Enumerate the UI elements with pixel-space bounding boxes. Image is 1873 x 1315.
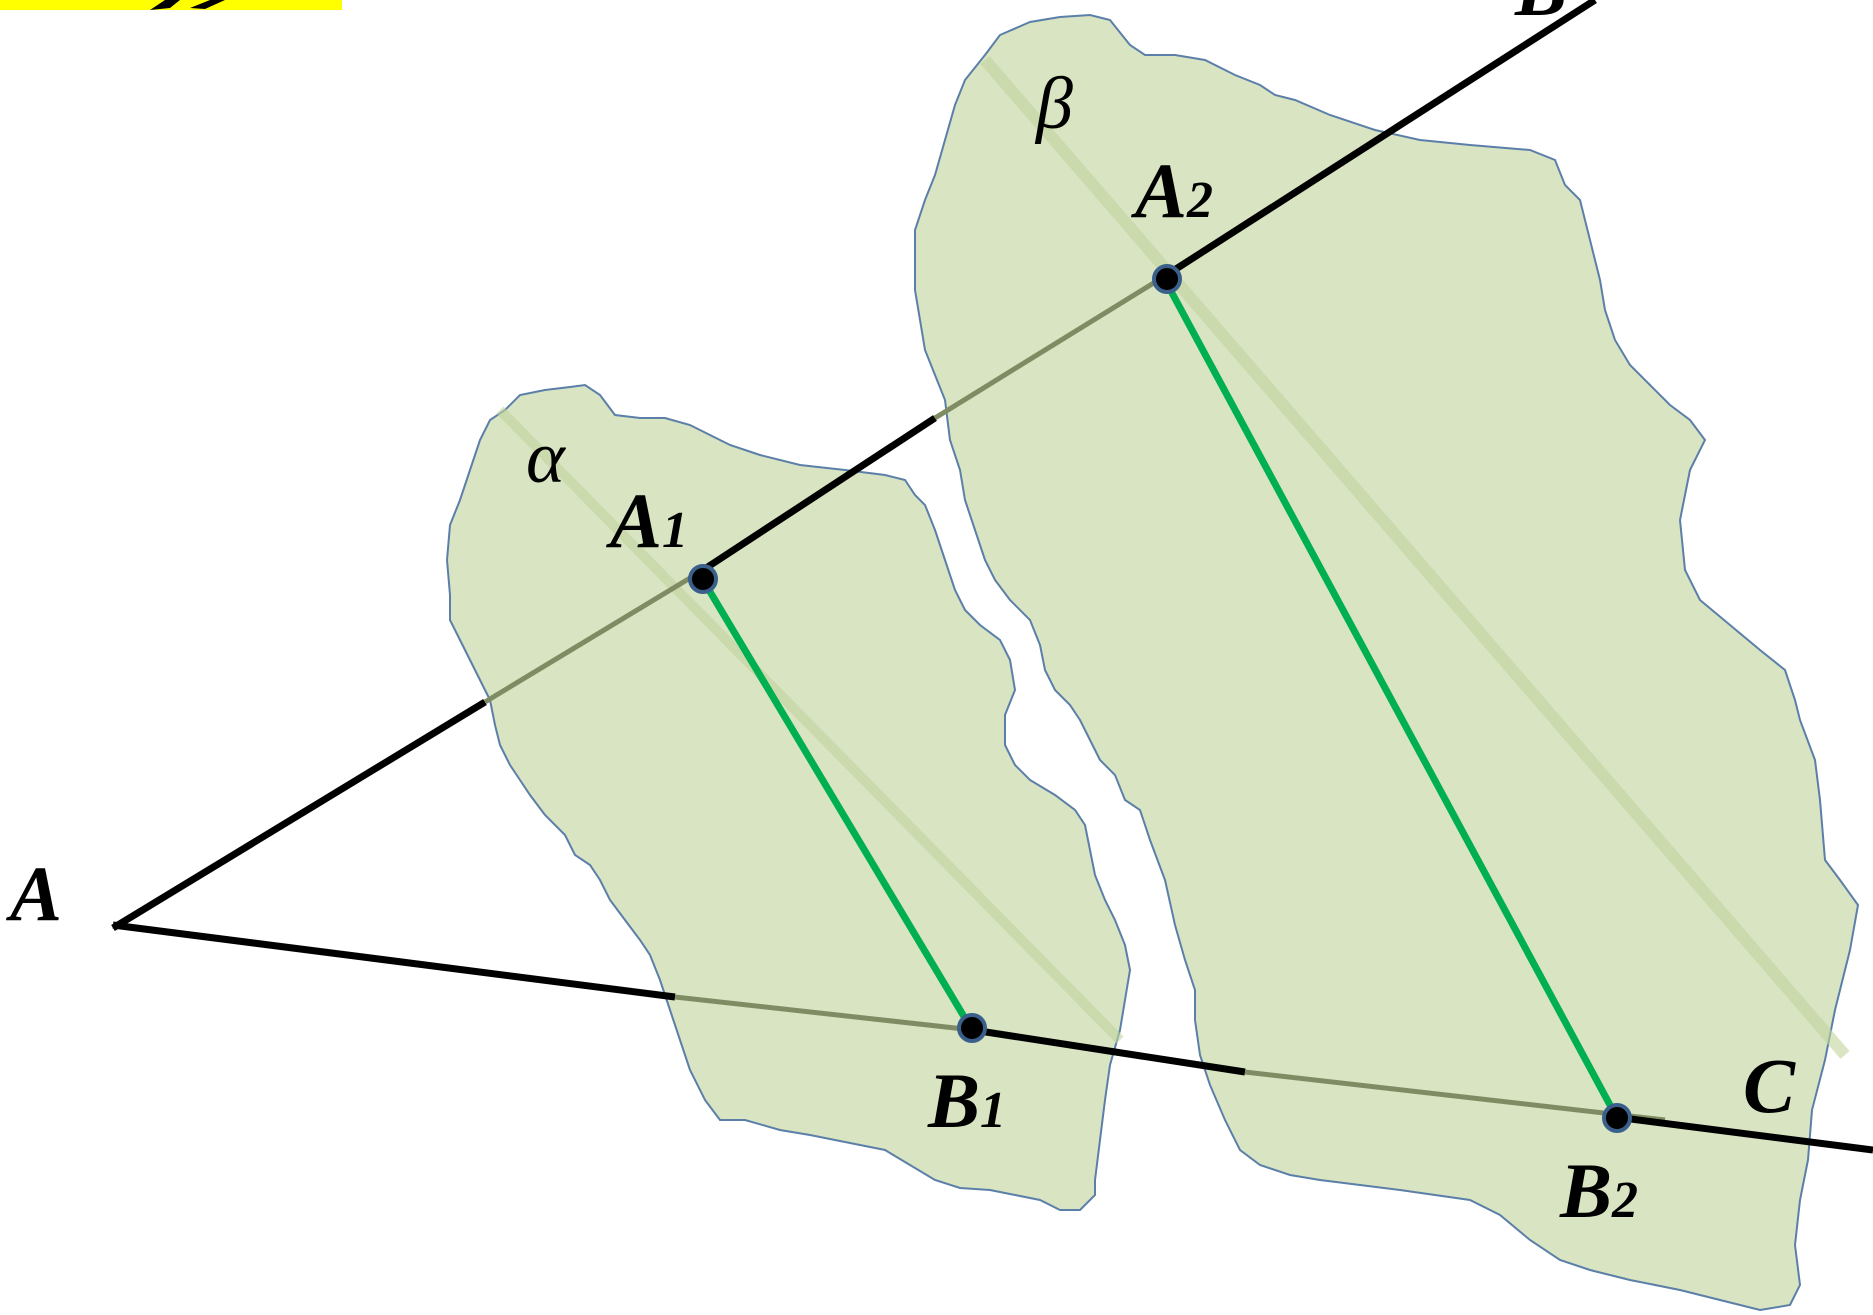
label-a2-main: A	[1130, 147, 1187, 234]
ray-ac-segment-2	[972, 1026, 1246, 1076]
point-a1	[688, 564, 718, 594]
label-a1-main: A	[605, 477, 662, 564]
ray-ab-segment-1	[111, 699, 487, 931]
label-a2: A2	[1130, 147, 1213, 234]
point-b2	[1602, 1103, 1632, 1133]
label-b2: B2	[1559, 1147, 1638, 1234]
label-b1-sub: 1	[980, 1082, 1006, 1139]
label-alpha: α	[526, 417, 567, 499]
plane-beta	[914, 13, 1860, 1312]
label-b: B	[1514, 0, 1567, 32]
plane-beta-shade	[980, 56, 1850, 1059]
segment-a2b2	[1161, 278, 1621, 1120]
ray-ac-segment-1	[112, 921, 676, 1001]
label-c: C	[1743, 1042, 1796, 1129]
label-a: A	[5, 850, 62, 937]
label-b2-main: B	[1559, 1147, 1612, 1234]
segment-a1b1	[699, 578, 976, 1032]
point-b1	[957, 1013, 987, 1043]
ray-ac-hidden-1	[674, 994, 974, 1033]
label-b1: B1	[927, 1057, 1006, 1144]
ray-ac-hidden-2	[1244, 1069, 1666, 1123]
label-b2-sub: 2	[1611, 1172, 1638, 1229]
label-a1-sub: 1	[662, 502, 688, 559]
label-a2-sub: 2	[1186, 172, 1213, 229]
label-beta: β	[1034, 63, 1073, 145]
ray-ab-segment-2	[698, 415, 937, 575]
plane-alpha-shade	[496, 406, 1124, 1044]
ray-ab-hidden-2	[933, 273, 1167, 421]
ray-ab-segment-3	[1163, 0, 1597, 279]
ray-ac-segment-3	[1614, 1113, 1873, 1154]
point-a2	[1152, 264, 1182, 294]
title-fragment	[150, 0, 225, 10]
ray-ab-hidden-1	[483, 569, 702, 705]
label-a1: A1	[605, 477, 688, 564]
label-b1-main: B	[927, 1057, 980, 1144]
